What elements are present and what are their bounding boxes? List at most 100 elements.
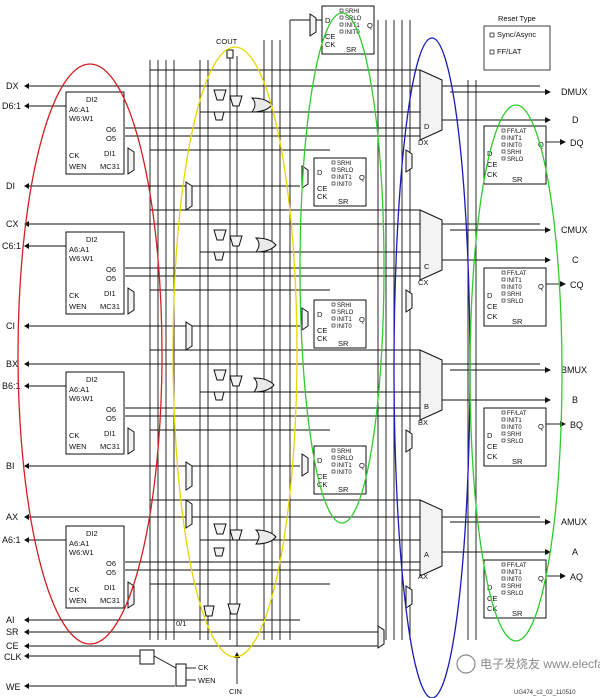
svg-text:BX: BX [418, 418, 428, 427]
svg-text:INIT1: INIT1 [337, 175, 352, 181]
svg-text:DI1: DI1 [104, 429, 116, 438]
svg-text:WEN: WEN [69, 596, 87, 605]
output-muxes: DX D CX C BX B AX A [405, 69, 443, 609]
svg-text:MC31: MC31 [100, 302, 120, 311]
svg-text:SRHI: SRHI [337, 449, 352, 455]
input-ai: AI [6, 615, 15, 625]
svg-text:DI2: DI2 [86, 375, 98, 384]
svg-text:D: D [317, 310, 323, 319]
svg-text:SR: SR [512, 175, 523, 184]
output-c: C [572, 255, 579, 265]
svg-text:DI2: DI2 [86, 235, 98, 244]
svg-text:SR: SR [338, 485, 349, 494]
svg-text:CE: CE [487, 594, 497, 603]
input-dx: DX [6, 81, 19, 91]
svg-text:CK: CK [487, 452, 497, 461]
svg-text:CK: CK [69, 585, 79, 594]
svg-text:INIT1: INIT1 [337, 463, 352, 469]
svg-text:C: C [424, 262, 430, 271]
lut-highlight-ellipse [17, 63, 163, 645]
svg-text:SRLO: SRLO [337, 168, 354, 174]
svg-text:O5: O5 [106, 414, 116, 423]
clock-we-logic: CK WEN [139, 625, 385, 687]
svg-text:CK: CK [69, 431, 79, 440]
input-sr: SR [6, 627, 19, 637]
svg-text:SR: SR [338, 197, 349, 206]
output-amux: AMUX [561, 517, 587, 527]
zero-one-label: 0/1 [176, 619, 186, 628]
output-dmux: DMUX [561, 87, 588, 97]
output-cq: CQ [570, 280, 584, 290]
svg-text:FF/LAT: FF/LAT [507, 563, 527, 569]
svg-text:CK: CK [317, 192, 327, 201]
svg-text:A6:A1: A6:A1 [69, 385, 89, 394]
legend-ff-lat: FF/LAT [497, 47, 522, 56]
svg-text:SR: SR [338, 339, 349, 348]
svg-text:DI2: DI2 [86, 95, 98, 104]
svg-text:O6: O6 [106, 265, 116, 274]
svg-text:SRLO: SRLO [507, 157, 524, 163]
svg-text:CE: CE [487, 160, 497, 169]
svg-text:FF/LAT: FF/LAT [507, 271, 527, 277]
ck-label: CK [198, 663, 208, 672]
svg-text:SRHI: SRHI [507, 292, 522, 298]
ff-left-3: SRHI SRLO INIT1 INIT0 D CE CK Q SR [301, 299, 367, 349]
svg-text:Q: Q [367, 21, 373, 30]
svg-text:O6: O6 [106, 125, 116, 134]
watermark: 电子发烧友 www.elecfans.com UG474_c2_02_11051… [456, 654, 600, 696]
input-d61: D6:1 [2, 101, 21, 111]
svg-text:INIT0: INIT0 [337, 324, 352, 330]
svg-text:CX: CX [418, 278, 428, 287]
svg-text:INIT0: INIT0 [345, 30, 360, 36]
svg-text:CE: CE [325, 32, 335, 41]
svg-text:INIT1: INIT1 [507, 570, 522, 576]
input-a61: A6:1 [2, 535, 21, 545]
svg-text:INIT0: INIT0 [507, 285, 522, 291]
output-b: B [572, 395, 578, 405]
svg-text:CK: CK [487, 604, 497, 613]
svg-text:Q: Q [538, 282, 544, 291]
input-di: DI [6, 181, 15, 191]
reset-type-legend: Reset Type Sync/Async FF/LAT [483, 14, 551, 71]
svg-text:SRHI: SRHI [507, 584, 522, 590]
svg-text:SRHI: SRHI [507, 432, 522, 438]
ff-right-a: FF/LAT INIT1 INIT0 SRHI SRLO D CE CK Q S… [483, 559, 547, 619]
svg-text:SRLO: SRLO [337, 310, 354, 316]
input-c61: C6:1 [2, 241, 21, 251]
svg-text:CK: CK [69, 151, 79, 160]
svg-text:INIT1: INIT1 [507, 418, 522, 424]
svg-text:W6:W1: W6:W1 [69, 254, 94, 263]
svg-text:FF/LAT: FF/LAT [507, 411, 527, 417]
carry-chain: COUT 0/1 CIN [127, 37, 277, 696]
svg-text:SRLO: SRLO [345, 16, 362, 22]
ff-left-4: SRHI SRLO INIT1 INIT0 D CE CK Q SR [301, 445, 367, 495]
svg-text:INIT1: INIT1 [337, 317, 352, 323]
svg-text:CK: CK [487, 170, 497, 179]
svg-text:MC31: MC31 [100, 162, 120, 171]
output-bmux: BMUX [561, 365, 587, 375]
svg-text:CE: CE [487, 442, 497, 451]
left-inputs: DX D6:1 DI CX C6:1 CI BX B6:1 BI AX A6:1… [2, 81, 66, 692]
legend-title: Reset Type [498, 14, 536, 23]
input-ci: CI [6, 321, 15, 331]
svg-text:SR: SR [346, 45, 357, 54]
svg-text:SRHI: SRHI [345, 9, 360, 15]
svg-text:INIT1: INIT1 [507, 136, 522, 142]
svg-text:SRLO: SRLO [337, 456, 354, 462]
input-clk: CLK [4, 652, 22, 662]
input-pins [24, 83, 29, 689]
legend-sync-async: Sync/Async [497, 30, 536, 39]
svg-text:O6: O6 [106, 405, 116, 414]
svg-text:D: D [487, 583, 493, 592]
svg-text:DI1: DI1 [104, 289, 116, 298]
svg-text:D: D [325, 16, 331, 25]
svg-text:SRLO: SRLO [507, 439, 524, 445]
svg-text:WEN: WEN [69, 302, 87, 311]
svg-text:O5: O5 [106, 274, 116, 283]
svg-text:Q: Q [538, 140, 544, 149]
svg-text:INIT0: INIT0 [337, 182, 352, 188]
svg-text:D: D [317, 456, 323, 465]
svg-text:A6:A1: A6:A1 [69, 539, 89, 548]
lut-a: DI2 A6:A1 W6:W1 O6 O5 CK DI1 WEN MC31 [65, 525, 125, 609]
svg-text:WEN: WEN [69, 442, 87, 451]
